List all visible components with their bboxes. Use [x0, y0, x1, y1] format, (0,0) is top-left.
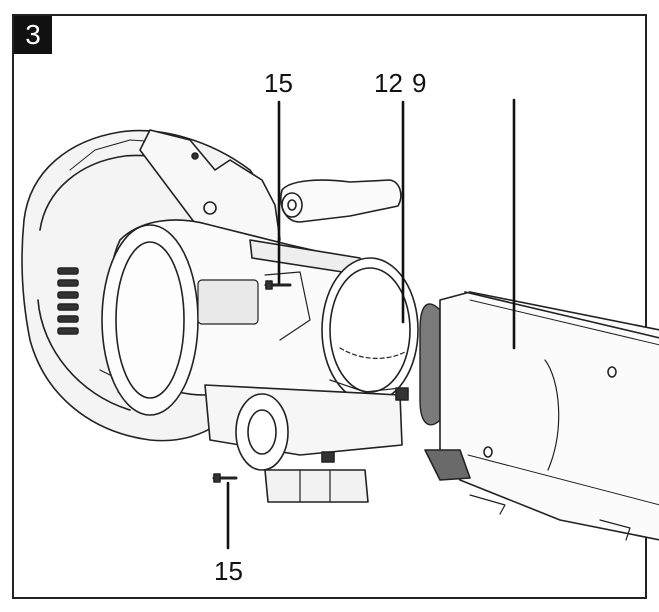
bottom-clamp — [204, 384, 409, 503]
motor-body — [101, 219, 369, 416]
callout-15-bottom: 15 — [214, 556, 243, 586]
figure-number-badge: 3 — [14, 16, 52, 54]
leader-lines — [226, 98, 516, 550]
screw-bottom — [212, 473, 238, 483]
screw-top — [264, 280, 292, 290]
callout-9: 9 — [412, 68, 427, 98]
rear-grip — [280, 179, 402, 223]
vent-slots — [57, 267, 79, 335]
callout-12: 12 — [374, 68, 403, 98]
callout-15-top: 15 — [264, 68, 293, 98]
blower-tube — [419, 291, 659, 541]
tube-socket — [321, 257, 419, 403]
